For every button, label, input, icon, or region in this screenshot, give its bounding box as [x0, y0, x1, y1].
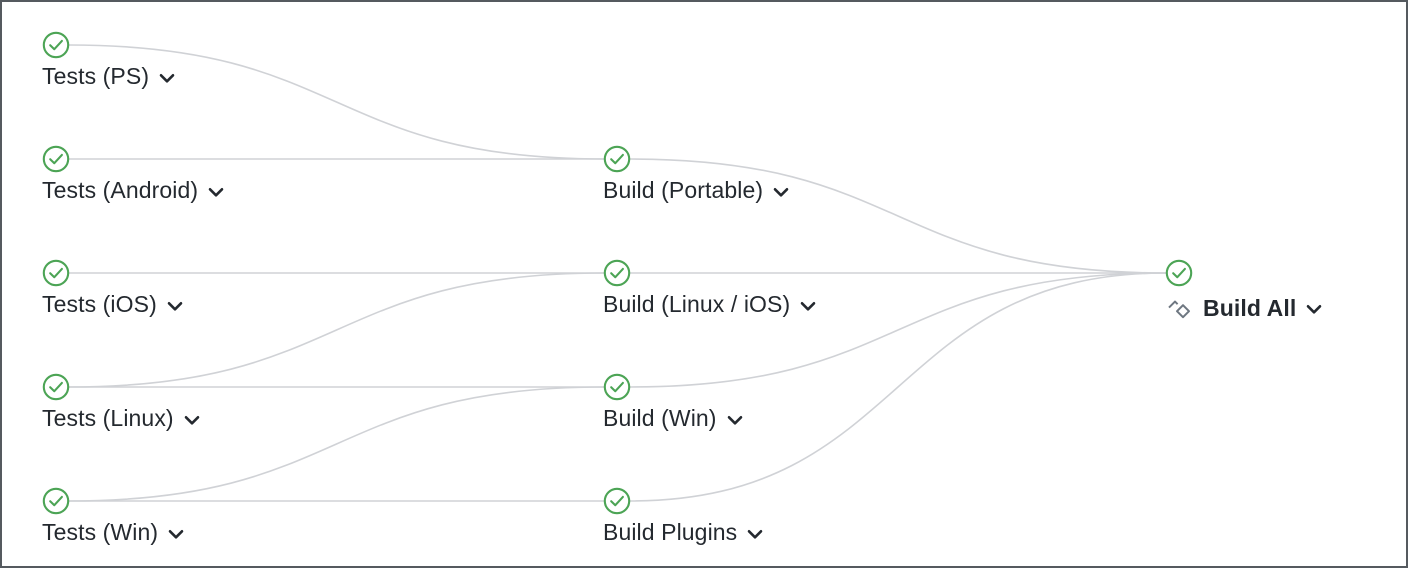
node-label-row[interactable]: Build (Win)	[603, 407, 746, 430]
node-label-row[interactable]: Tests (Win)	[42, 521, 187, 544]
node-label: Build (Portable)	[603, 177, 764, 203]
chevron-down-icon[interactable]	[744, 523, 766, 545]
node-label: Tests (Linux)	[42, 405, 174, 431]
stacked-diamonds-icon	[1165, 293, 1195, 323]
chevron-down-icon[interactable]	[770, 181, 792, 203]
check-circle-icon[interactable]	[42, 487, 70, 515]
node-label-row[interactable]: Tests (Linux)	[42, 407, 203, 430]
chevron-down-icon[interactable]	[165, 523, 187, 545]
check-circle-icon[interactable]	[603, 145, 631, 173]
check-circle-icon[interactable]	[42, 31, 70, 59]
node-label: Tests (Win)	[42, 519, 159, 545]
chevron-down-icon[interactable]	[797, 295, 819, 317]
node-label: Tests (PS)	[42, 63, 150, 89]
node-label-row[interactable]: Build All	[1165, 293, 1325, 323]
node-label: Tests (iOS)	[42, 291, 157, 317]
check-circle-icon[interactable]	[42, 259, 70, 287]
node-label-row[interactable]: Tests (PS)	[42, 65, 178, 88]
node-label-row[interactable]: Tests (iOS)	[42, 293, 186, 316]
chevron-down-icon[interactable]	[1303, 298, 1325, 320]
check-circle-icon[interactable]	[42, 373, 70, 401]
node-label: Tests (Android)	[42, 177, 199, 203]
check-circle-icon[interactable]	[603, 259, 631, 287]
node-label: Build All	[1203, 294, 1297, 321]
chevron-down-icon[interactable]	[181, 409, 203, 431]
chevron-down-icon[interactable]	[205, 181, 227, 203]
check-circle-icon[interactable]	[42, 145, 70, 173]
check-circle-icon[interactable]	[603, 487, 631, 515]
node-label-row[interactable]: Build (Portable)	[603, 179, 792, 202]
check-circle-icon[interactable]	[1165, 259, 1193, 287]
node-label-row[interactable]: Tests (Android)	[42, 179, 227, 202]
chevron-down-icon[interactable]	[724, 409, 746, 431]
chevron-down-icon[interactable]	[164, 295, 186, 317]
check-circle-icon[interactable]	[603, 373, 631, 401]
node-label: Build Plugins	[603, 519, 738, 545]
node-label: Build (Linux / iOS)	[603, 291, 791, 317]
node-label: Build (Win)	[603, 405, 717, 431]
edge-tests-ps-to-build-portable	[68, 44, 605, 160]
chevron-down-icon[interactable]	[156, 67, 178, 89]
node-label-row[interactable]: Build (Linux / iOS)	[603, 293, 819, 316]
node-label-row[interactable]: Build Plugins	[603, 521, 766, 544]
